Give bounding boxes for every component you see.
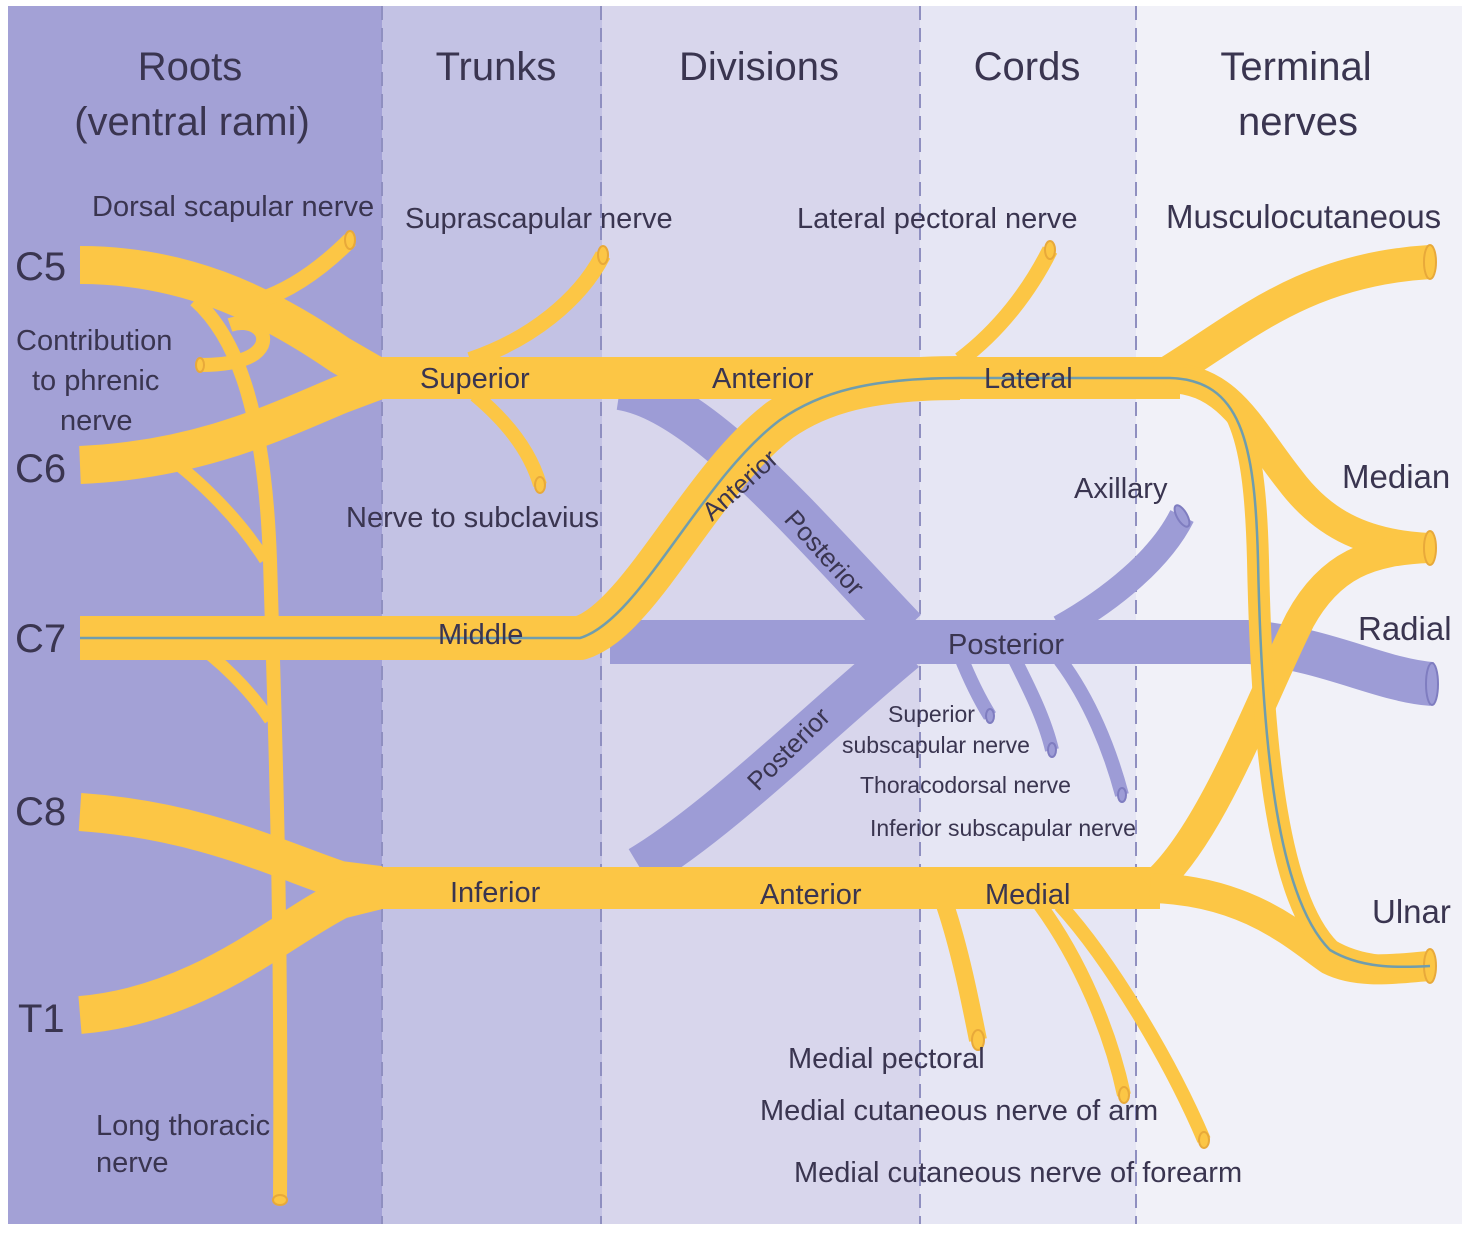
axillary-end bbox=[1173, 504, 1191, 528]
label-medial-pectoral: Medial pectoral bbox=[788, 1043, 985, 1075]
label-long-thoracic-2: nerve bbox=[96, 1147, 169, 1179]
label-long-thoracic-1: Long thoracic bbox=[96, 1110, 270, 1142]
label-lateral-cord: Lateral bbox=[984, 363, 1073, 395]
medial-cut-forearm-shape bbox=[1054, 900, 1211, 1143]
label-median: Median bbox=[1342, 458, 1450, 495]
phrenic-shape bbox=[199, 316, 271, 372]
header-divisions: Divisions bbox=[679, 45, 839, 89]
axillary-nerve-shape bbox=[1053, 509, 1194, 640]
posterior-division-lower bbox=[628, 633, 919, 887]
root-label-t1: T1 bbox=[18, 997, 65, 1041]
subclavius-shape bbox=[470, 389, 547, 488]
header-roots-2: (ventral rami) bbox=[74, 100, 310, 144]
root-label-c7: C7 bbox=[15, 617, 66, 661]
header-terminal-1: Terminal bbox=[1220, 45, 1371, 89]
inferior-subscapular-shape bbox=[1054, 655, 1129, 797]
root-labels: C5 C6 C7 C8 T1 bbox=[15, 245, 66, 1041]
label-anterior-upper: Anterior bbox=[712, 363, 814, 395]
label-superior-trunk: Superior bbox=[420, 363, 530, 395]
root-c5 bbox=[79, 246, 390, 395]
label-suprascapular: Suprascapular nerve bbox=[405, 203, 673, 235]
trunks-band bbox=[382, 6, 602, 1224]
medial-cut-arm-shape bbox=[1034, 900, 1131, 1097]
medial-to-median bbox=[1140, 533, 1431, 900]
header-cords: Cords bbox=[974, 45, 1081, 89]
label-superior-subscapular-1: Superior bbox=[888, 701, 975, 727]
dorsal-scapular-shape bbox=[257, 234, 356, 308]
suprascapular-shape bbox=[467, 251, 611, 368]
root-label-c6: C6 bbox=[15, 447, 66, 491]
label-inferior-trunk: Inferior bbox=[450, 877, 541, 909]
header-trunks: Trunks bbox=[436, 45, 557, 89]
label-dorsal-scapular: Dorsal scapular nerve bbox=[92, 191, 374, 223]
label-subclavius: Nerve to subclavius bbox=[346, 502, 599, 534]
label-medial-cut-arm: Medial cutaneous nerve of arm bbox=[760, 1095, 1158, 1127]
musculocutaneous-shape bbox=[1151, 245, 1432, 393]
root-c6 bbox=[79, 362, 387, 484]
label-posterior-cord: Posterior bbox=[948, 629, 1064, 661]
fiber-traces bbox=[80, 376, 1431, 969]
terminal-labels: Musculocutaneous Median Radial Ulnar Axi… bbox=[1074, 198, 1452, 930]
column-headers: Roots (ventral rami) Trunks Divisions Co… bbox=[74, 45, 1371, 144]
roots-band bbox=[8, 6, 382, 1224]
medial-pectoral-shape bbox=[936, 902, 987, 1042]
label-musculocutaneous: Musculocutaneous bbox=[1166, 198, 1441, 235]
label-medial-cord: Medial bbox=[985, 879, 1070, 911]
root-c8 bbox=[78, 793, 383, 904]
label-phrenic-1: Contribution bbox=[16, 325, 172, 357]
label-lateral-pectoral: Lateral pectoral nerve bbox=[797, 203, 1078, 235]
label-superior-subscapular-2: subscapular nerve bbox=[842, 732, 1030, 758]
label-inferior-subscapular: Inferior subscapular nerve bbox=[870, 815, 1136, 841]
label-phrenic-3: nerve bbox=[60, 405, 133, 437]
header-roots-1: Roots bbox=[138, 45, 243, 89]
radial-end bbox=[1425, 662, 1439, 706]
thoracodorsal-shape bbox=[1008, 656, 1059, 752]
root-t1 bbox=[78, 871, 385, 1034]
label-axillary: Axillary bbox=[1074, 473, 1168, 505]
label-thoracodorsal: Thoracodorsal nerve bbox=[860, 772, 1071, 798]
root-label-c5: C5 bbox=[15, 245, 66, 289]
branch-labels: Dorsal scapular nerve Contribution to ph… bbox=[16, 191, 1242, 1189]
root-label-c8: C8 bbox=[15, 790, 66, 834]
label-phrenic-2: to phrenic bbox=[32, 365, 159, 397]
lateral-pectoral-shape bbox=[955, 246, 1058, 367]
label-middle-trunk: Middle bbox=[438, 619, 523, 651]
label-medial-cut-forearm: Medial cutaneous nerve of forearm bbox=[794, 1157, 1242, 1189]
label-ulnar: Ulnar bbox=[1372, 893, 1451, 930]
label-anterior-lower: Anterior bbox=[760, 879, 862, 911]
background-bands bbox=[8, 6, 1462, 1224]
label-radial: Radial bbox=[1358, 610, 1452, 647]
header-terminal-2: nerves bbox=[1238, 100, 1358, 144]
